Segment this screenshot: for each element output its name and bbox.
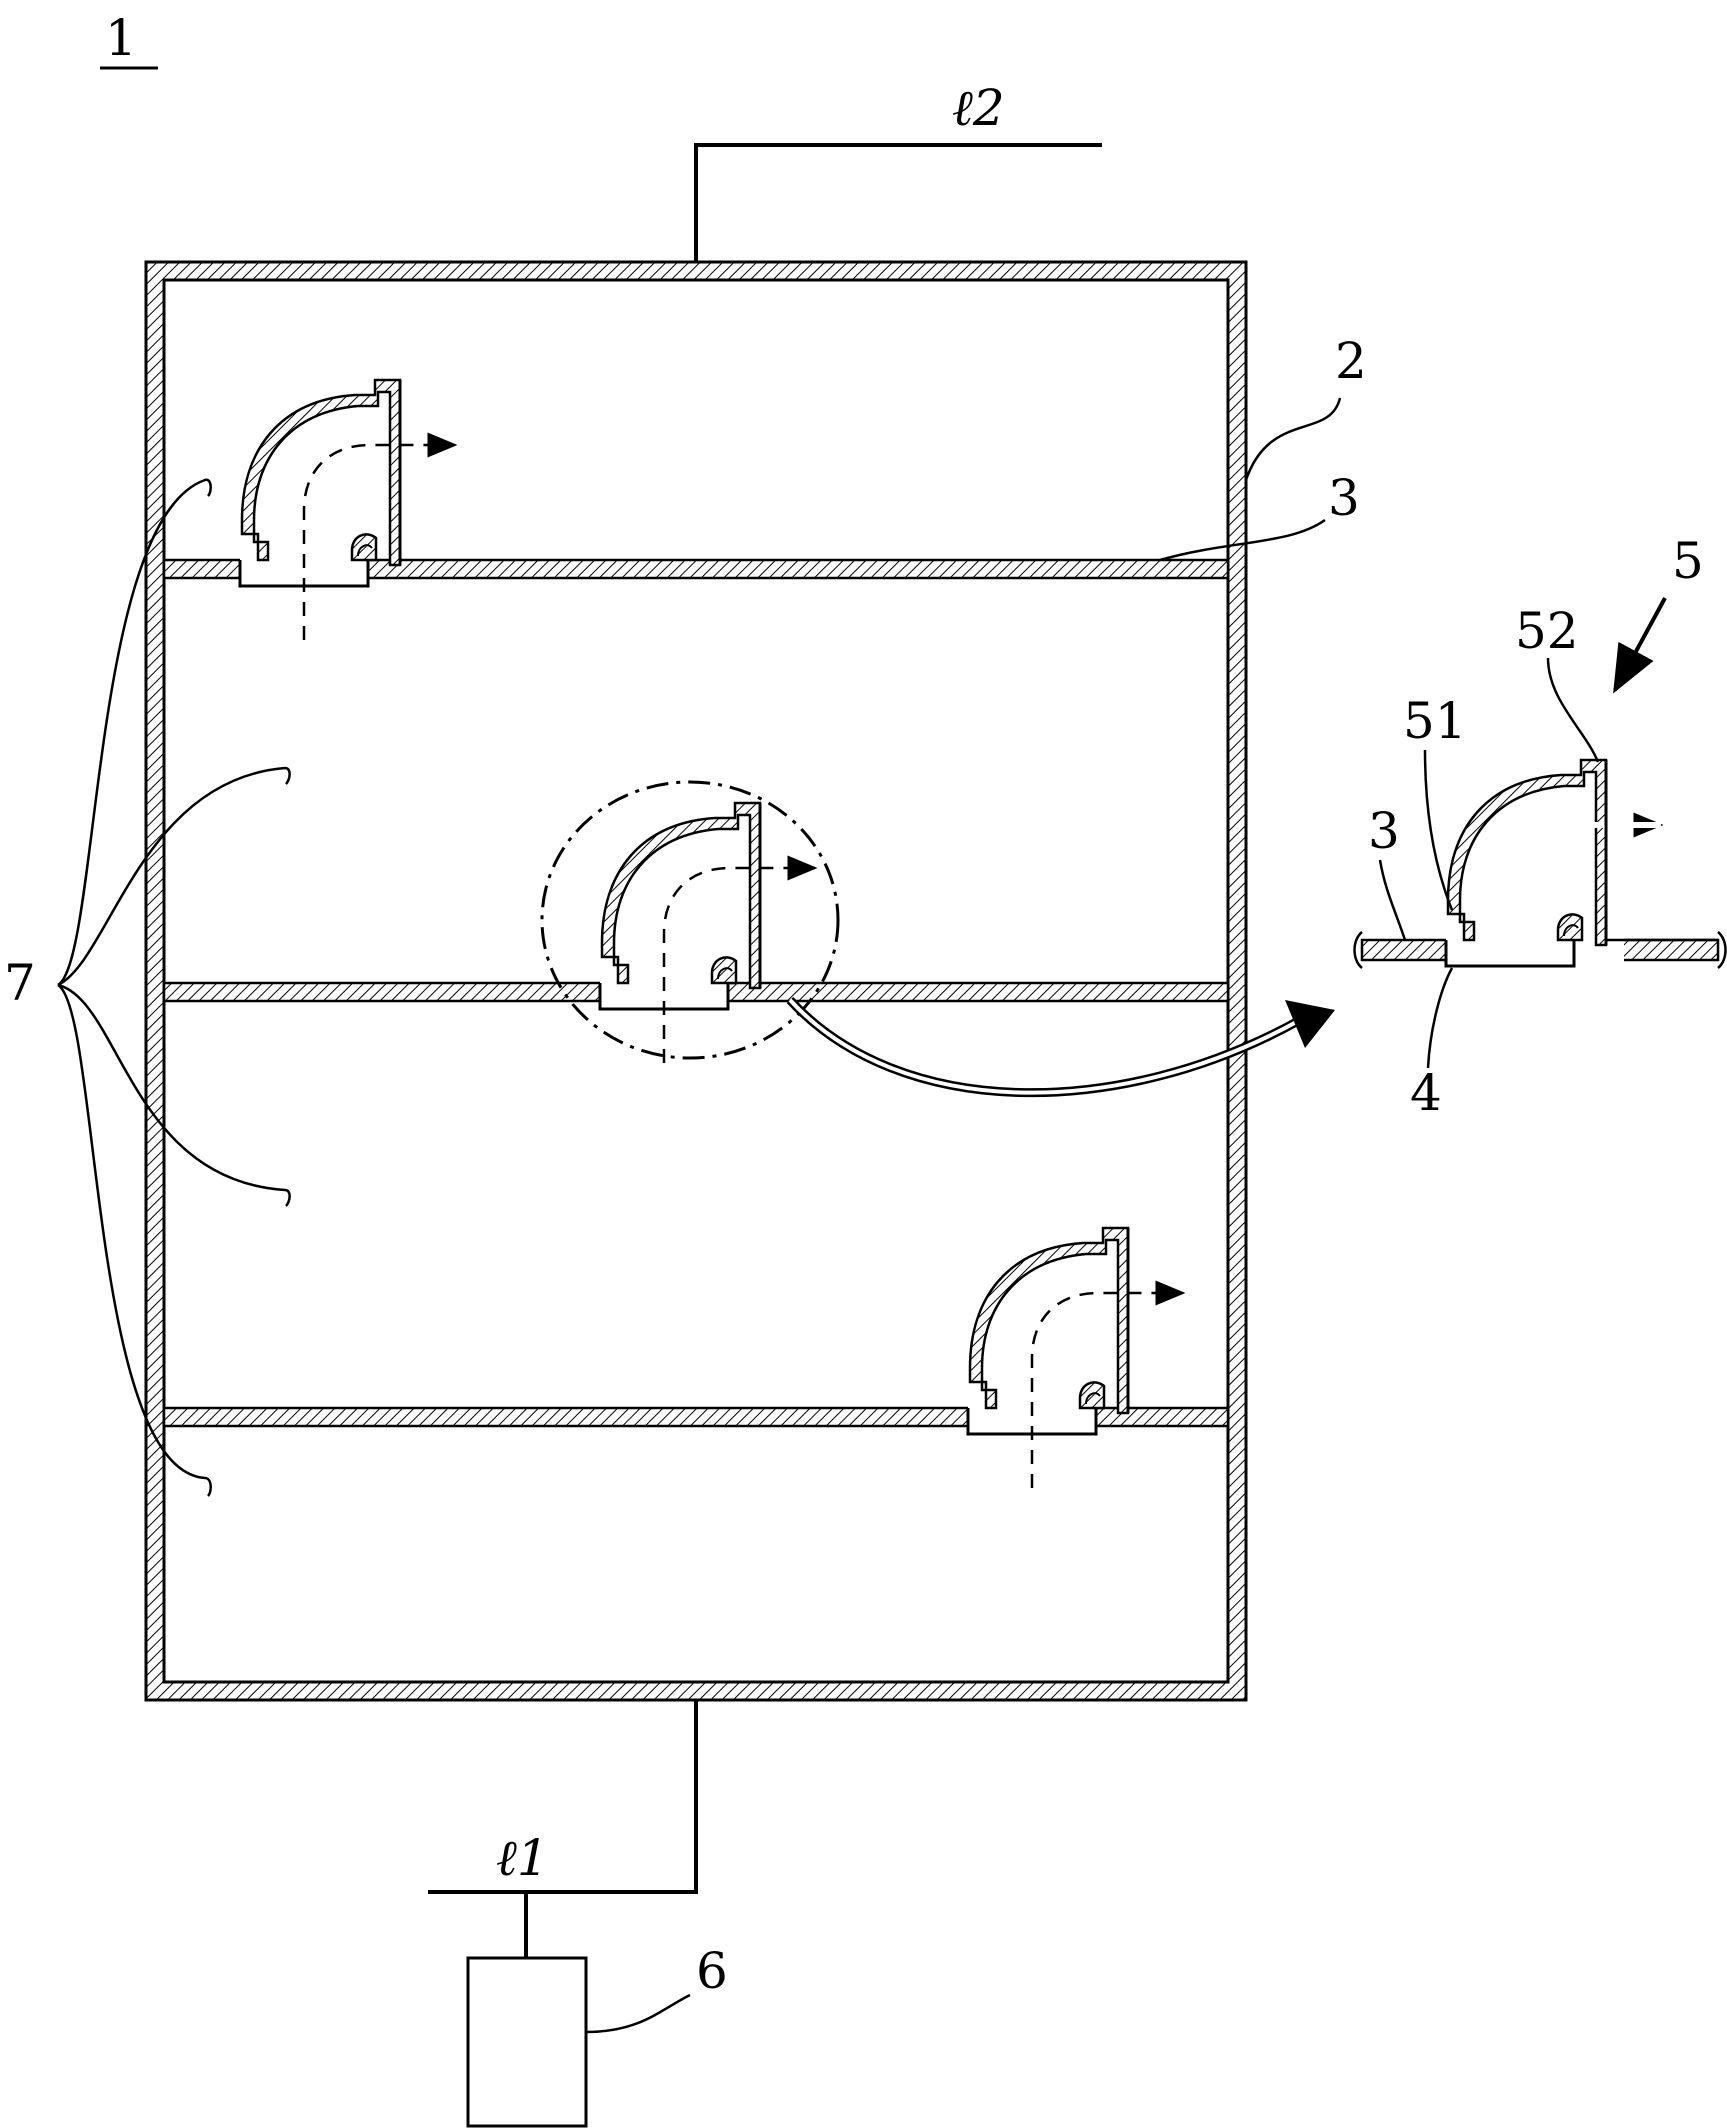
pipe-middle <box>600 803 815 1063</box>
vessel-label: 2 <box>1335 332 1367 390</box>
partition-1 <box>162 558 1230 580</box>
line-l2 <box>694 143 1102 262</box>
vessel-leader <box>1244 397 1342 481</box>
pipe-label-arrow <box>1613 597 1667 694</box>
hole-leader <box>1426 967 1454 1069</box>
pipe-label: 5 <box>1672 532 1704 590</box>
pipe-part-a-label: 51 <box>1403 692 1467 750</box>
pipe-part-b-label: 52 <box>1515 602 1579 660</box>
figure-number: 1 <box>105 9 137 67</box>
vessel <box>144 260 1248 1702</box>
chambers-leader-1 <box>57 478 212 987</box>
chambers-leader-2 <box>57 766 291 987</box>
chambers-label: 7 <box>4 954 36 1012</box>
pump-leader <box>585 1993 691 2034</box>
pipe-part-b-leader <box>1546 657 1600 763</box>
chambers-leader-3 <box>57 983 291 1207</box>
detail-arrowhead <box>1285 1000 1335 1048</box>
pipe-upper <box>240 380 455 640</box>
pipe-lower <box>968 1228 1183 1488</box>
pipe-part-a-leader <box>1423 749 1454 911</box>
hole-label: 4 <box>1410 1064 1442 1122</box>
line-l1 <box>428 1700 698 1894</box>
partition-detail-label: 3 <box>1368 802 1400 860</box>
detail-circle <box>540 780 840 1060</box>
chambers-leader-4 <box>57 983 212 1497</box>
partition-leader <box>1159 518 1326 562</box>
partition-detail-leader <box>1378 859 1407 941</box>
detail-arrow <box>786 996 1303 1098</box>
partition-label: 3 <box>1328 469 1360 527</box>
line-l2-label: ℓ2 <box>952 79 1005 137</box>
partition-3 <box>162 1406 1230 1428</box>
line-l1-label: ℓ1 <box>496 1829 549 1887</box>
detail-view <box>1353 760 1727 1020</box>
pump <box>466 1956 588 2128</box>
pump-label: 6 <box>696 1942 728 2000</box>
